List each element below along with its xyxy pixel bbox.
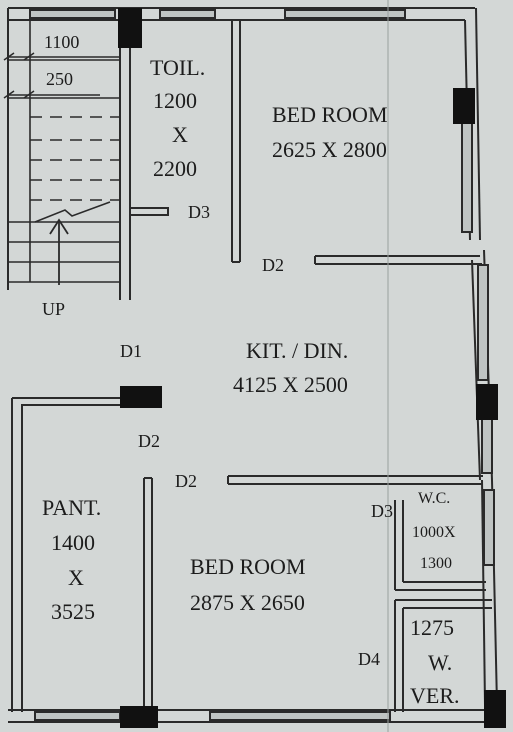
wc-dim-a: 1000X (412, 524, 456, 541)
kitchen-dims: 4125 X 2500 (233, 372, 348, 397)
column (484, 690, 506, 728)
bottom-outer-wall (8, 709, 497, 723)
bedroom-bottom-name: BED ROOM (190, 554, 306, 579)
stair-up-label: UP (42, 299, 66, 319)
up-arrow-icon (49, 218, 69, 285)
column (120, 386, 162, 408)
bedroom-bottom-door-label: D2 (175, 471, 197, 491)
column (120, 706, 158, 728)
toilet-dim-b: 2200 (153, 156, 197, 181)
toilet-name: TOIL. (150, 55, 206, 80)
right-outer-wall (461, 7, 498, 706)
kitchen-bottom-wall (227, 475, 483, 485)
verandah-door-label: D4 (358, 649, 380, 669)
bedroom-top-bottom-wall (314, 255, 482, 265)
pantry-dim-b: 3525 (51, 599, 95, 624)
pantry-name: PANT. (42, 495, 102, 520)
pantry-right-wall (143, 477, 153, 710)
bedroom-top-name: BED ROOM (272, 102, 388, 127)
stair-width-dimension: 1100 (44, 32, 80, 52)
bedroom-top-dims: 2625 X 2800 (272, 137, 387, 162)
toilet-dim-a: 1200 (153, 88, 197, 113)
pantry-dim-a: 1400 (51, 530, 95, 555)
toilet-door-stub (129, 207, 169, 216)
wc-door-label: D3 (371, 501, 393, 521)
column (453, 88, 475, 124)
bedroom-bottom-dims: 2875 X 2650 (190, 590, 305, 615)
bedroom-top-door-label: D2 (262, 255, 284, 275)
pantry-door-label: D2 (138, 431, 160, 451)
pantry-left-wall (11, 397, 125, 712)
column (118, 8, 142, 48)
verandah-name-b: VER. (410, 683, 460, 708)
verandah-name-a: W. (428, 650, 453, 675)
wc-dim-b: 1300 (420, 555, 452, 572)
verandah-dim: 1275 (410, 615, 454, 640)
wc-walls (394, 500, 492, 712)
toilet-right-wall (231, 20, 241, 263)
toilet-x: X (172, 122, 188, 147)
stair-right-wall (119, 20, 131, 300)
column (476, 384, 498, 420)
kitchen-name: KIT. / DIN. (246, 338, 349, 363)
stair-treads (8, 20, 120, 283)
entry-door-label: D1 (120, 341, 142, 361)
top-outer-wall (8, 7, 475, 21)
stair-tread-dimension: 250 (46, 69, 73, 89)
stair-dimension-lines (3, 52, 120, 99)
pantry-x: X (68, 565, 84, 590)
toilet-door-label: D3 (188, 202, 210, 222)
wc-name: W.C. (418, 490, 451, 507)
